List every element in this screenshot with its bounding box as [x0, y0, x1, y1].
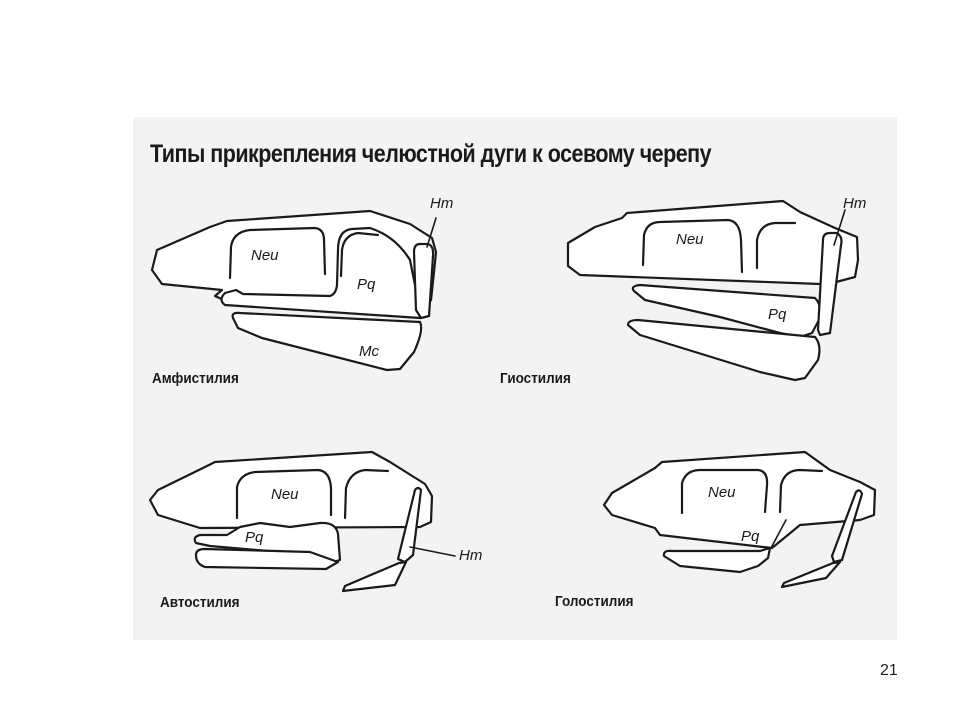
page-number: 21	[880, 662, 898, 679]
holostyly-neurocranium-1	[680, 468, 769, 515]
hyostyly-label-pq: Pq	[768, 306, 787, 323]
amphistyly-diagram	[150, 209, 438, 372]
autostyly-hyoid-arch	[341, 560, 408, 593]
hyostyly-hyomandibula	[816, 231, 843, 337]
holostyly-palatoquadrate-suture	[770, 519, 787, 549]
autostyly-caption: Автостилия	[160, 594, 240, 611]
autostyly-label-neu: Neu	[271, 486, 299, 503]
hyostyly-palatoquadrate	[631, 283, 822, 339]
amphistyly-meckel-cartilage	[231, 311, 423, 372]
amphistyly-label-neu: Neu	[251, 247, 279, 264]
hyostyly-diagram	[566, 199, 860, 382]
autostyly-label-hm: Hm	[459, 547, 483, 564]
amphistyly-caption: Амфистилия	[152, 370, 239, 387]
autostyly-hyomandibula	[396, 486, 423, 564]
holostyly-diagram	[602, 450, 877, 589]
amphistyly-pq-inner	[339, 231, 380, 278]
hyostyly-label-neu: Neu	[676, 231, 704, 248]
holostyly-lower-jaw	[662, 546, 772, 574]
hyostyly-skull-outline	[566, 199, 860, 286]
amphistyly-hyomandibula	[412, 242, 435, 320]
autostyly-hm-pointer	[409, 546, 456, 557]
amphistyly-label-mc: Mc	[359, 343, 379, 360]
holostyly-label-pq: Pq	[741, 528, 760, 545]
page-title: Типы прикрепления челюстной дуги к осево…	[150, 140, 712, 168]
autostyly-neurocranium-2	[343, 468, 390, 520]
autostyly-diagram	[148, 450, 456, 593]
holostyly-hyoid-arch	[780, 560, 842, 589]
autostyly-lower-jaw	[194, 547, 340, 571]
hyostyly-caption: Гиостилия	[500, 370, 571, 387]
holostyly-hyomandibula	[830, 489, 864, 564]
amphistyly-palatoquadrate	[220, 226, 422, 320]
holostyly-skull-outline	[602, 450, 877, 550]
holostyly-neurocranium-2	[778, 468, 824, 514]
holostyly-label-neu: Neu	[708, 484, 736, 501]
amphistyly-label-hm: Hm	[430, 195, 454, 212]
amphistyly-label-pq: Pq	[357, 276, 376, 293]
autostyly-neurocranium-1	[235, 468, 333, 520]
amphistyly-neurocranium	[228, 226, 327, 280]
hyostyly-label-hm: Hm	[843, 195, 867, 212]
hyostyly-neurocranium-1	[641, 218, 744, 274]
hyostyly-hm-pointer	[833, 209, 846, 246]
hyostyly-neurocranium-2	[755, 221, 797, 270]
autostyly-label-pq: Pq	[245, 529, 264, 546]
holostyly-caption: Голостилия	[555, 593, 634, 610]
amphistyly-hm-pointer	[426, 217, 437, 248]
hyostyly-lower-jaw	[626, 318, 821, 382]
